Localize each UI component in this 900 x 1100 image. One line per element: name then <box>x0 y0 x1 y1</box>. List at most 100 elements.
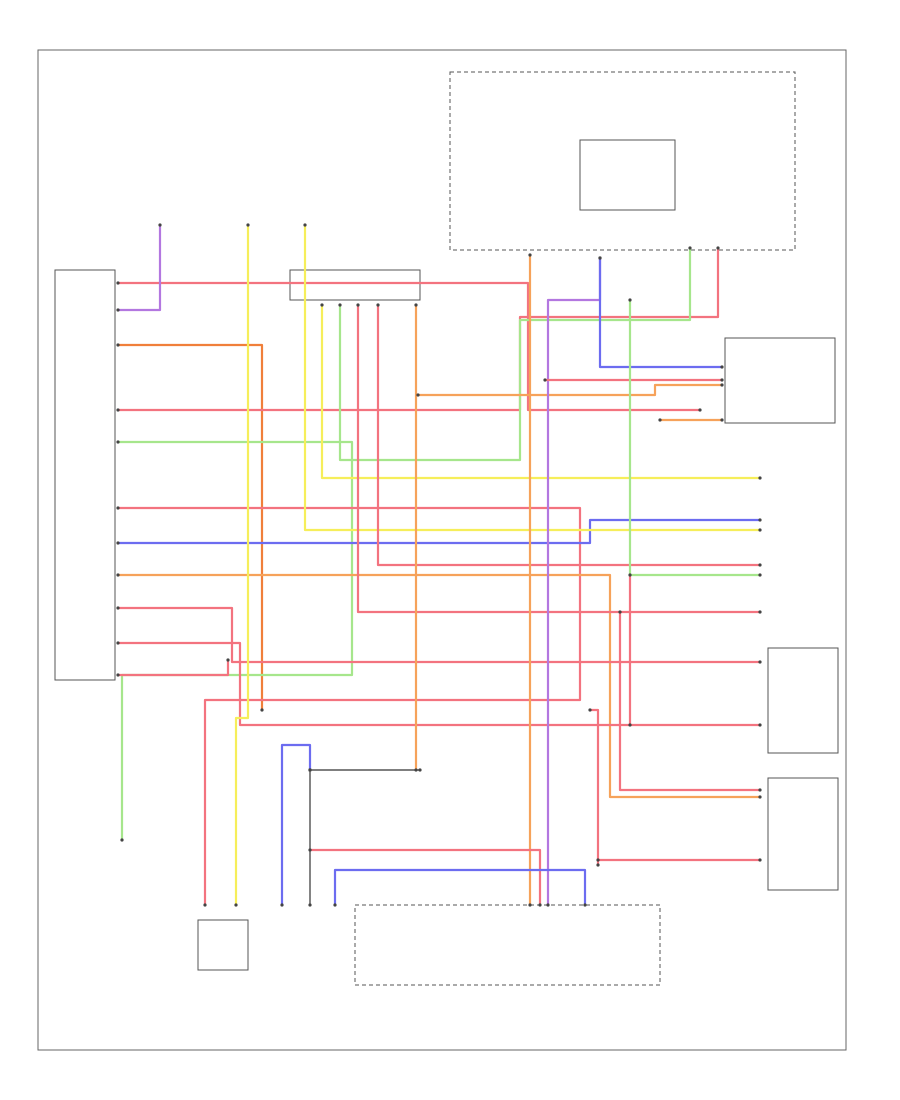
wire-terminal <box>333 903 337 907</box>
wire-violet-1 <box>118 225 162 312</box>
wire-terminal <box>546 903 550 907</box>
wire-red-28 <box>618 612 760 792</box>
wire-terminal <box>720 365 724 369</box>
wire-green-4 <box>118 440 354 840</box>
wire-terminal <box>628 298 632 302</box>
wire-terminal <box>698 408 702 412</box>
wire-terminal <box>116 606 120 610</box>
wire-blue-31 <box>333 868 587 905</box>
wire-yellow-12 <box>303 225 760 532</box>
wire-terminal <box>116 506 120 510</box>
wire-terminal <box>758 788 762 792</box>
wire-terminal <box>308 903 312 907</box>
component-box-5 <box>767 777 839 891</box>
wire-orange-7 <box>118 573 760 799</box>
wire-terminal <box>116 641 120 645</box>
component-box-4 <box>767 647 839 754</box>
wire-terminal <box>758 573 762 577</box>
wire-terminal <box>116 343 120 347</box>
wire-terminal <box>628 723 632 727</box>
wire-terminal <box>758 563 762 567</box>
wire-blue-6 <box>118 518 760 545</box>
wire-terminal <box>260 708 264 712</box>
wire-terminal <box>376 303 380 307</box>
wire-terminal <box>308 768 312 772</box>
wire-red-15 <box>356 305 760 614</box>
component-box-0 <box>449 71 796 251</box>
wire-terminal <box>758 610 762 614</box>
wire-terminal <box>596 858 600 862</box>
wire-terminal <box>203 903 207 907</box>
wire-terminal <box>628 573 632 577</box>
wire-terminal <box>116 440 120 444</box>
wire-terminal <box>246 223 250 227</box>
wire-terminal <box>320 303 324 307</box>
wire-terminal <box>158 223 162 227</box>
wire-terminal <box>116 573 120 577</box>
wire-darkorange-2 <box>118 343 264 710</box>
wire-terminal <box>758 518 762 522</box>
wire-terminal <box>758 476 762 480</box>
wire-terminal <box>116 673 120 677</box>
wire-green-24 <box>628 300 760 577</box>
component-box-6 <box>197 919 249 971</box>
wire-terminal <box>758 660 762 664</box>
wire-terminal <box>418 768 422 772</box>
wire-red-16 <box>376 305 760 567</box>
wire-terminal <box>598 256 602 260</box>
wire-terminal <box>588 708 592 712</box>
component-box-2 <box>54 269 116 681</box>
wire-terminal <box>720 418 724 422</box>
wire-terminal <box>414 303 418 307</box>
wire-terminal <box>543 378 547 382</box>
wire-terminal <box>116 408 120 412</box>
wire-red-3 <box>118 248 720 412</box>
wire-terminal <box>308 848 312 852</box>
wire-terminal <box>528 253 532 257</box>
wire-red-30 <box>310 848 542 905</box>
wire-traces <box>116 223 762 907</box>
wire-red-10 <box>118 660 230 677</box>
wire-terminal <box>758 795 762 799</box>
component-box-3 <box>724 337 836 424</box>
wire-terminal <box>658 418 662 422</box>
wire-terminal <box>414 768 418 772</box>
wire-red-0 <box>118 281 700 412</box>
wire-terminal <box>583 903 587 907</box>
component-box-8 <box>579 139 676 211</box>
wire-yellow-11 <box>234 225 250 905</box>
wire-blue-29 <box>280 743 312 905</box>
diagram-frame <box>37 49 847 1051</box>
wire-terminal <box>720 383 724 387</box>
wire-terminal <box>688 246 692 250</box>
wire-terminal <box>758 528 762 532</box>
component-boxes <box>54 71 839 986</box>
wire-terminal <box>338 303 342 307</box>
wire-red-8 <box>118 606 760 664</box>
wire-terminal <box>116 541 120 545</box>
wire-green-14 <box>338 248 692 462</box>
wire-terminal <box>528 903 532 907</box>
wire-red-5 <box>118 506 582 905</box>
wire-terminal <box>416 393 420 397</box>
wire-terminal <box>758 858 762 862</box>
wire-terminal <box>303 223 307 227</box>
wire-terminal <box>720 378 724 382</box>
wire-terminal <box>716 246 720 250</box>
wire-blue-20 <box>598 258 722 369</box>
wire-terminal <box>280 903 284 907</box>
wire-terminal <box>618 610 622 614</box>
wire-terminal <box>116 308 120 312</box>
component-box-7 <box>354 904 661 986</box>
wire-orange-18 <box>418 383 722 397</box>
wire-red-26 <box>590 708 600 865</box>
wire-terminal <box>234 903 238 907</box>
wire-terminal <box>116 281 120 285</box>
wire-terminal <box>356 303 360 307</box>
wire-terminal <box>596 863 600 867</box>
wire-terminal <box>226 658 230 662</box>
wire-terminal <box>120 838 124 842</box>
wire-violet-19 <box>546 258 602 905</box>
wire-terminal <box>758 723 762 727</box>
